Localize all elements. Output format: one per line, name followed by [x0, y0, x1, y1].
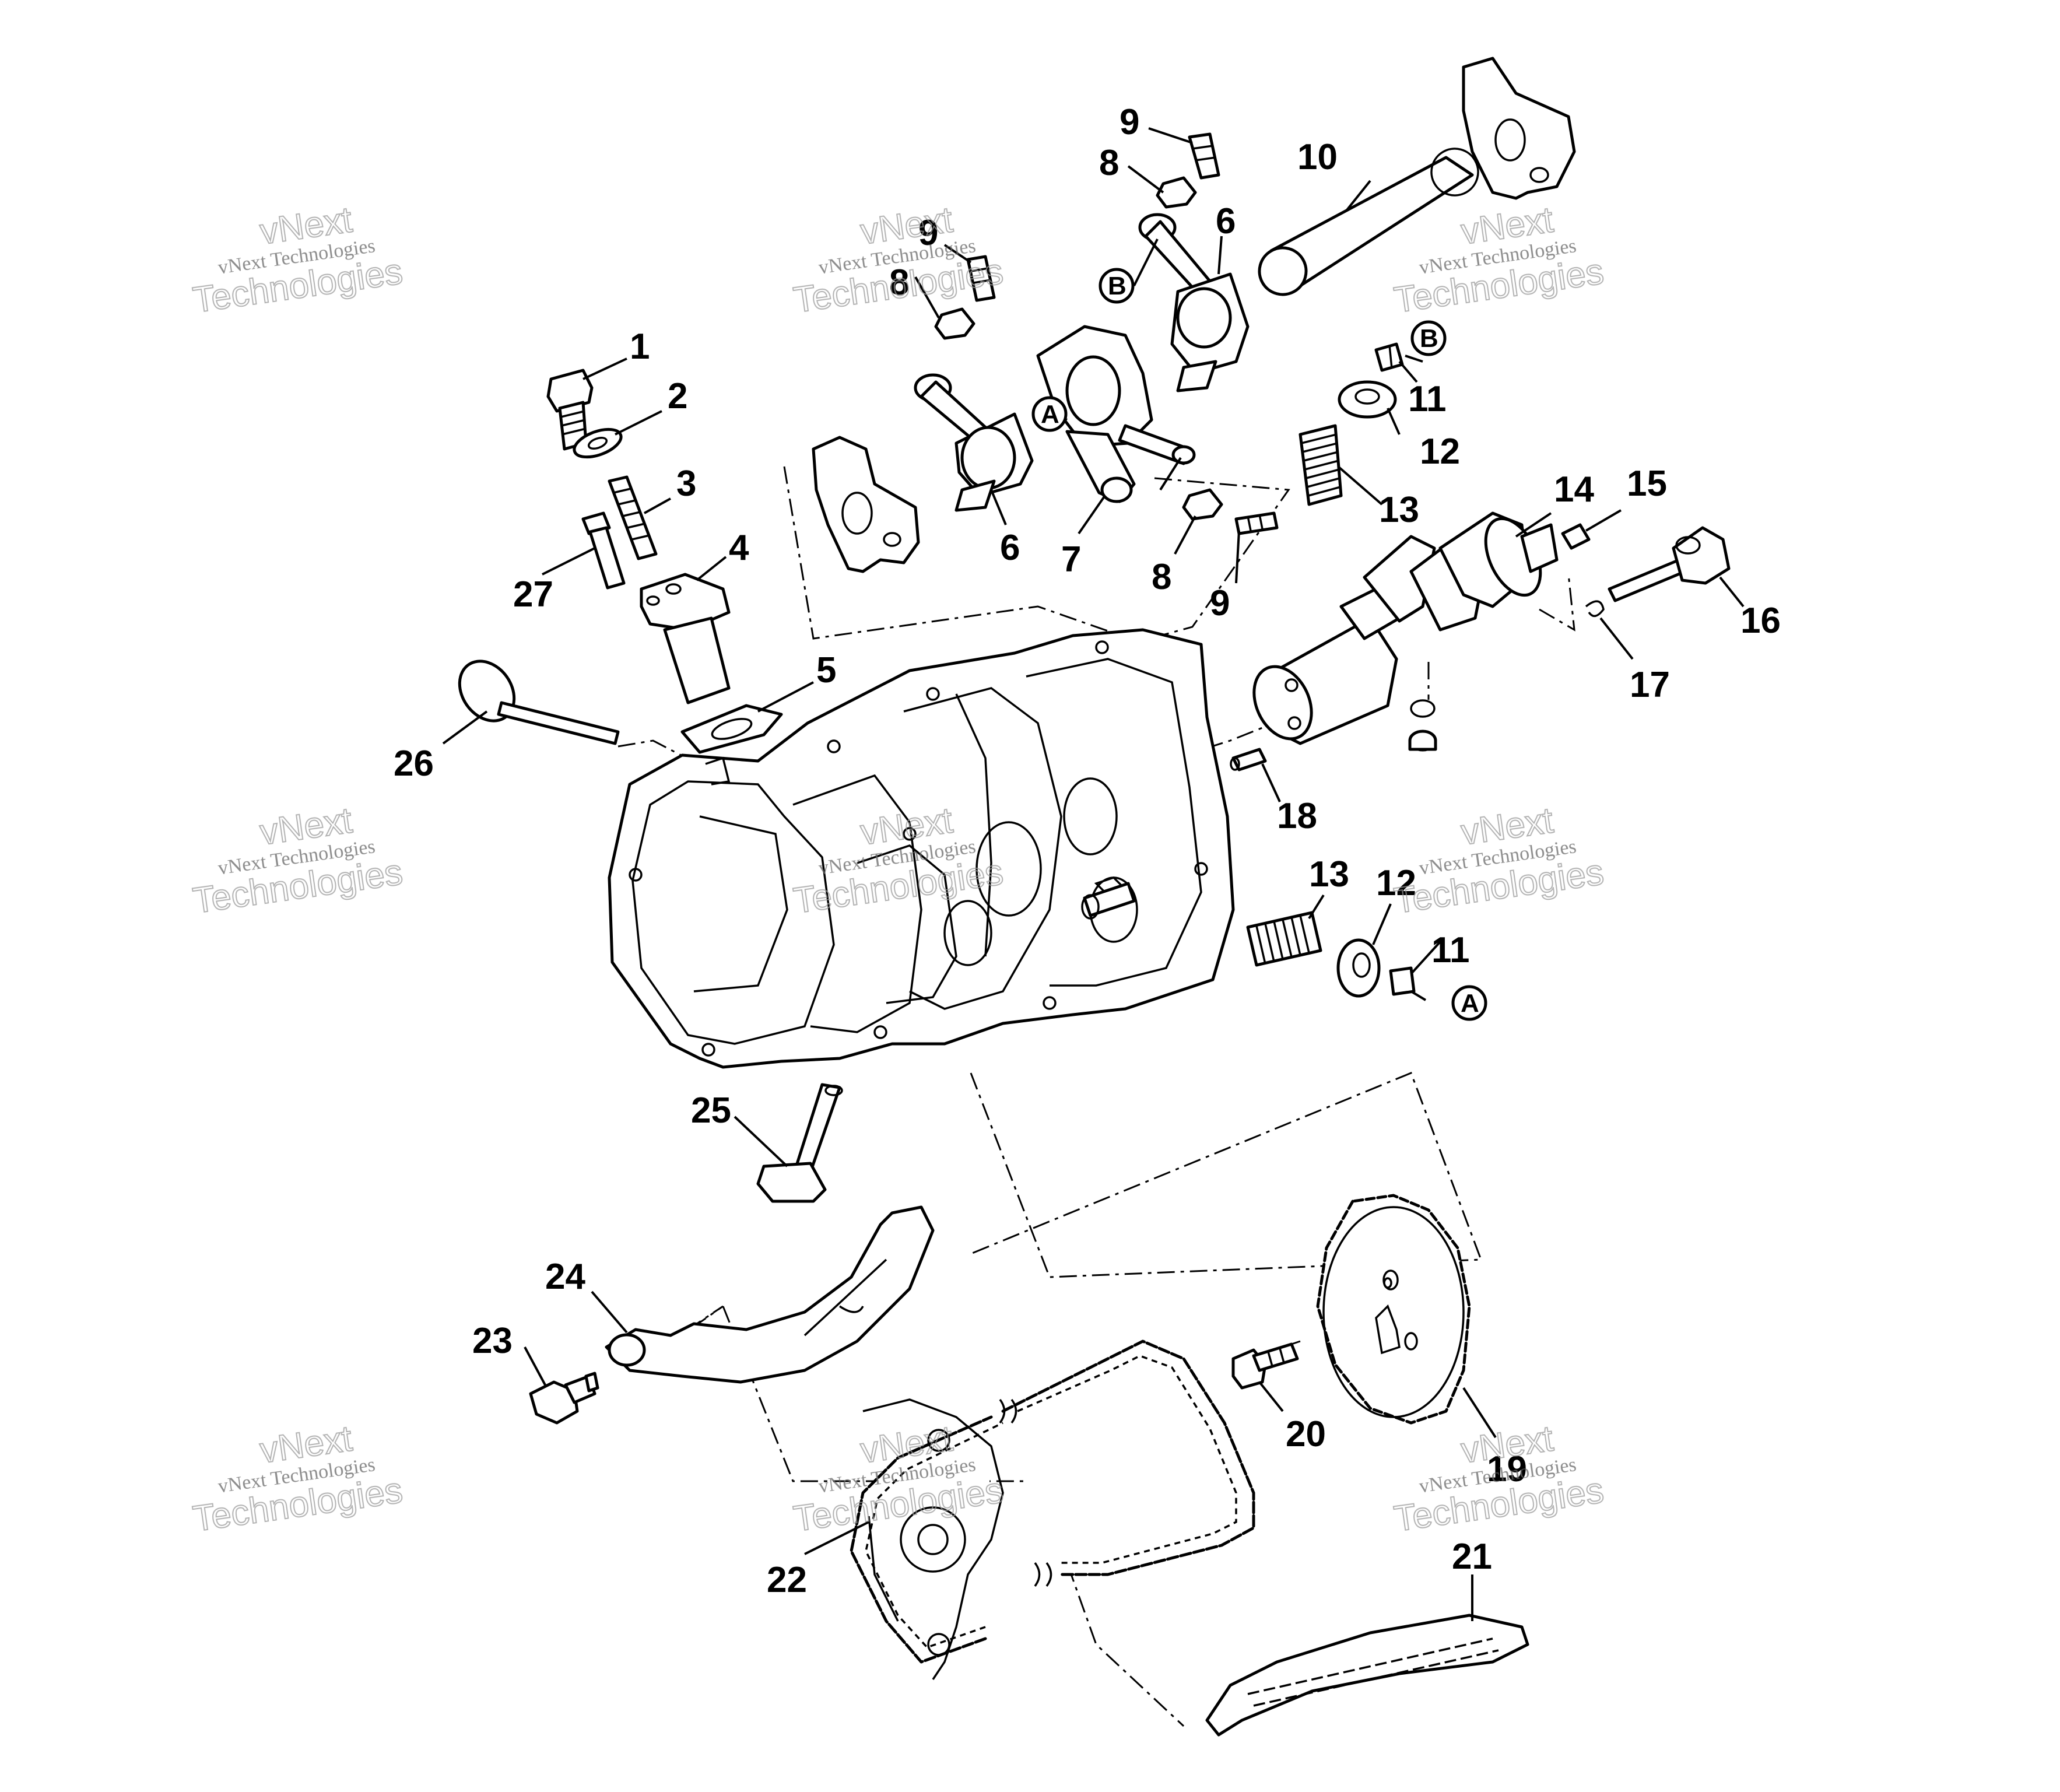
part-3-stud: [608, 475, 658, 560]
part-9-screw-lower: [1234, 511, 1279, 535]
callout-labels: 1 2 3 4 5 6 6 7 8 8 8 9 9 9 10 11 11 12 …: [394, 102, 1781, 1600]
callout-7: 7: [1061, 539, 1081, 580]
part-6-rocker-arm-right: [1138, 213, 1250, 392]
callout-5: 5: [816, 650, 836, 690]
cam-follower: [1408, 730, 1437, 752]
callout-10: 10: [1297, 137, 1338, 177]
callout-20: 20: [1286, 1414, 1326, 1454]
part-10-rocker-shaft: [1258, 148, 1479, 296]
part-6-rocker-arm-left: [914, 373, 1034, 512]
part-8-nut-left: [934, 307, 975, 340]
callout-13-top: 13: [1379, 490, 1419, 530]
callout-17: 17: [1630, 665, 1670, 705]
part-24-chain-tensioner-blade: [605, 1205, 935, 1384]
part-8-nut-lower: [1182, 488, 1223, 521]
callout-22: 22: [767, 1560, 807, 1600]
ref-marker-b-left: B: [1099, 268, 1135, 304]
part-12-retainer-top: [1338, 380, 1397, 419]
callout-25: 25: [691, 1090, 731, 1131]
crank-sprocket-housing: [862, 1398, 1004, 1680]
watermark-tile: vNext vNext Technologies Technologies: [791, 1418, 1006, 1540]
callout-11-top: 11: [1408, 379, 1447, 419]
watermark-tile: vNext vNext Technologies Technologies: [791, 199, 1006, 321]
watermark-tile: vNext vNext Technologies Technologies: [1391, 799, 1607, 922]
rocker-shaft-bracket-right: [1462, 57, 1576, 200]
callout-15: 15: [1627, 464, 1667, 504]
part-9-screw-left: [966, 255, 996, 302]
part-5-gasket: [680, 704, 783, 754]
part-9-screw-top: [1188, 132, 1220, 180]
part-11-keeper-bottom: [1389, 966, 1416, 996]
ref-marker-b-right: B: [1410, 320, 1447, 356]
valve-stem-center: [1081, 882, 1136, 920]
callout-8-left: 8: [889, 262, 909, 303]
callout-12-bottom: 12: [1376, 863, 1416, 903]
callout-6-left: 6: [1000, 528, 1020, 568]
part-15-pin: [1561, 523, 1591, 550]
callout-27: 27: [513, 574, 553, 615]
callout-2: 2: [668, 376, 687, 416]
callout-24: 24: [545, 1257, 585, 1297]
callout-18: 18: [1277, 796, 1317, 836]
part-23-pivot-bolt: [529, 1372, 599, 1425]
callout-23: 23: [472, 1321, 513, 1361]
callout-12-top: 12: [1420, 432, 1460, 472]
part-20-sprocket-bolt: [1231, 1342, 1299, 1390]
watermark-tile: vNext vNext Technologies Technologies: [190, 799, 406, 922]
rocker-shaft-bracket-left: [812, 436, 920, 573]
cylinder-head: [608, 628, 1235, 1069]
callout-1: 1: [630, 327, 650, 367]
part-14-camshaft: [1252, 511, 1559, 745]
callout-4: 4: [729, 528, 749, 568]
callout-19: 19: [1487, 1449, 1527, 1489]
ref-marker-a-lower: A: [1451, 985, 1487, 1021]
part-16-cam-bearing: [1608, 526, 1731, 602]
callout-11-bottom: 11: [1431, 930, 1470, 970]
part-8-nut-top: [1156, 176, 1197, 209]
part-2-washer: [573, 427, 623, 459]
callout-21: 21: [1452, 1537, 1492, 1577]
part-27-bolt: [581, 511, 626, 590]
part-7-rocker-arm-center: [1036, 325, 1196, 503]
callout-26: 26: [394, 744, 434, 784]
callout-9-lower: 9: [1210, 583, 1230, 623]
part-21-chain-guide: [1205, 1614, 1529, 1737]
callout-9-top: 9: [1120, 102, 1139, 142]
part-26-valve: [458, 660, 620, 745]
ref-marker-a-upper: A: [1031, 396, 1068, 432]
watermark-tile: vNext vNext Technologies Technologies: [1391, 199, 1607, 321]
part-19-cam-sprocket: [1316, 1194, 1471, 1425]
callout-9-left: 9: [918, 213, 938, 253]
part-13-spring-bottom: [1246, 911, 1322, 967]
callout-6-right: 6: [1216, 201, 1236, 241]
part-17-spring-clip: [1585, 600, 1605, 618]
part-11-keeper-top: [1374, 342, 1404, 372]
watermark-tile: vNext vNext Technologies Technologies: [190, 199, 406, 321]
svg-text:B: B: [1420, 324, 1438, 353]
watermark-tile: vNext vNext Technologies Technologies: [190, 1418, 406, 1540]
part-25-valve: [756, 1083, 843, 1203]
callout-3: 3: [676, 464, 696, 504]
part-1-bolt: [546, 369, 594, 451]
part-4-tensioner: [640, 573, 731, 704]
part-18-dowel-pin: [1230, 748, 1267, 771]
watermark-tile: vNext vNext Technologies Technologies: [1391, 1418, 1607, 1540]
svg-text:B: B: [1108, 272, 1126, 300]
part-22-cam-chain: [850, 1339, 1255, 1664]
leader-lines: [442, 127, 1745, 1621]
part-12-retainer-bottom: [1336, 938, 1381, 998]
callout-8-lower: 8: [1152, 557, 1171, 597]
callout-16: 16: [1740, 601, 1781, 641]
part-13-spring-top: [1299, 424, 1343, 506]
reference-markers: A A B B: [1031, 268, 1487, 1021]
callout-14: 14: [1554, 469, 1594, 510]
svg-text:A: A: [1041, 400, 1059, 429]
callout-8-top: 8: [1099, 143, 1119, 183]
callout-13-bottom: 13: [1309, 854, 1349, 895]
svg-text:A: A: [1461, 989, 1479, 1018]
